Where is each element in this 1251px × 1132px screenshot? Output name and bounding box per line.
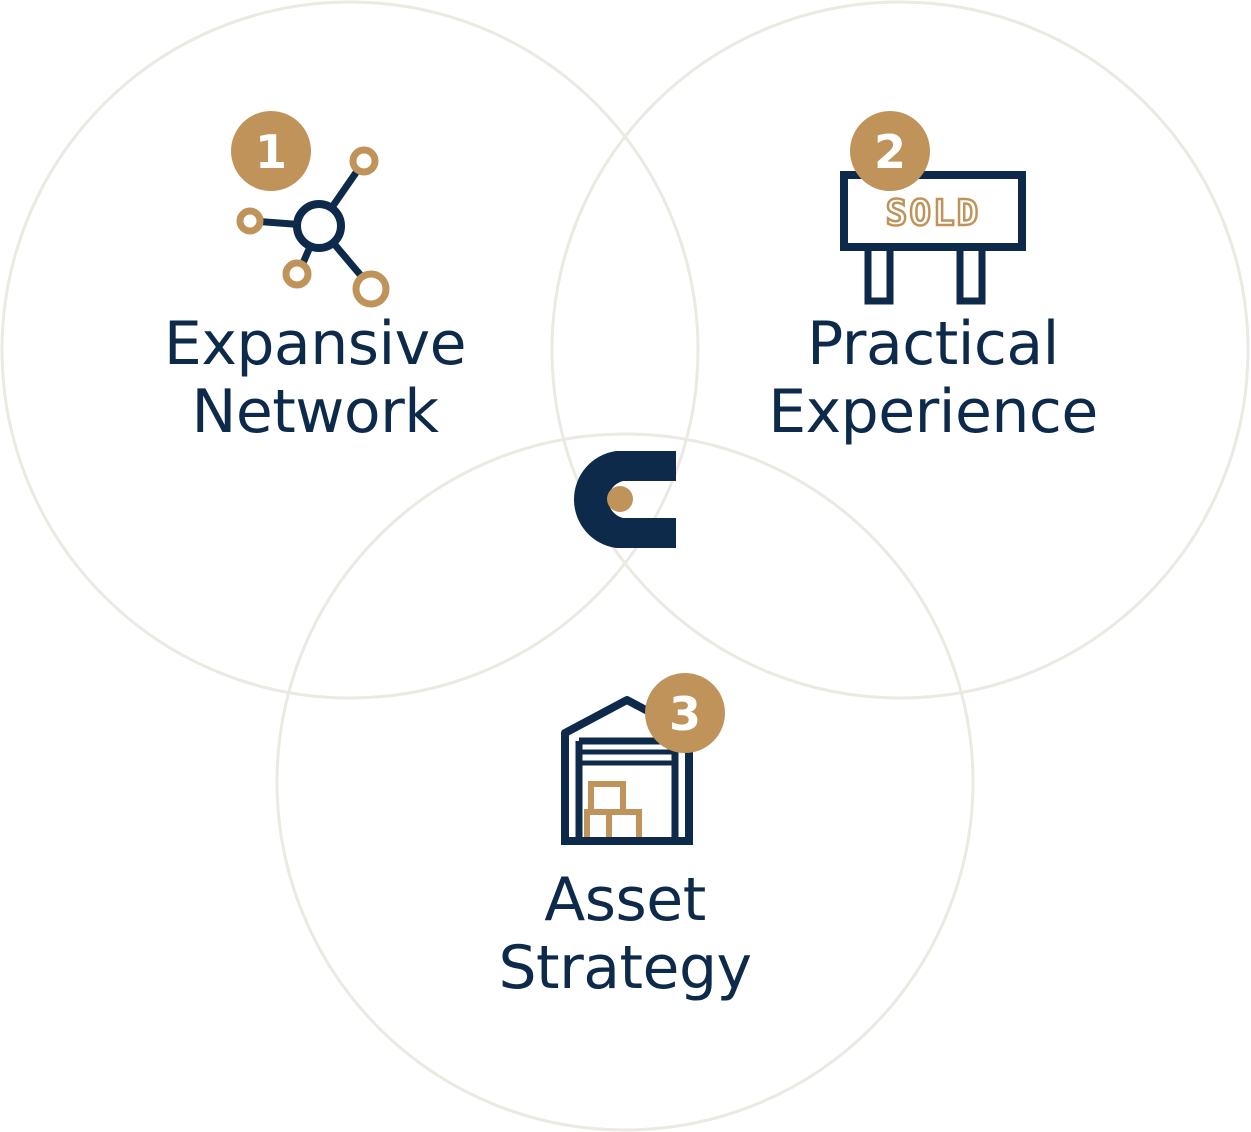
number-badge-3 [645, 673, 725, 753]
segment-3-line-2: Strategy [498, 933, 752, 1003]
sold-sign-icon [840, 171, 1026, 305]
sold-sign-text: SOLD [886, 193, 981, 234]
segment-label-3: Asset Strategy [425, 866, 825, 1002]
badge-number-1: 1 [255, 125, 287, 179]
venn-circle-1 [0, 0, 700, 700]
c-logo-icon [573, 451, 676, 548]
segment-2-line-2: Experience [768, 377, 1098, 447]
segment-1-line-2: Network [191, 377, 439, 447]
segment-label-1: Expansive Network [115, 310, 515, 446]
network-icon [236, 146, 390, 308]
segment-label-2: Practical Experience [733, 310, 1133, 446]
number-badge-2 [850, 111, 930, 191]
venn-circle-3 [275, 432, 975, 1132]
badge-number-2: 2 [874, 125, 906, 179]
segment-1-line-1: Expansive [163, 309, 467, 379]
number-badge-1 [231, 111, 311, 191]
segment-2-line-1: Practical [807, 309, 1059, 379]
segment-3-line-1: Asset [544, 865, 706, 935]
venn-circle-2 [550, 0, 1250, 700]
badge-number-3: 3 [669, 687, 701, 741]
